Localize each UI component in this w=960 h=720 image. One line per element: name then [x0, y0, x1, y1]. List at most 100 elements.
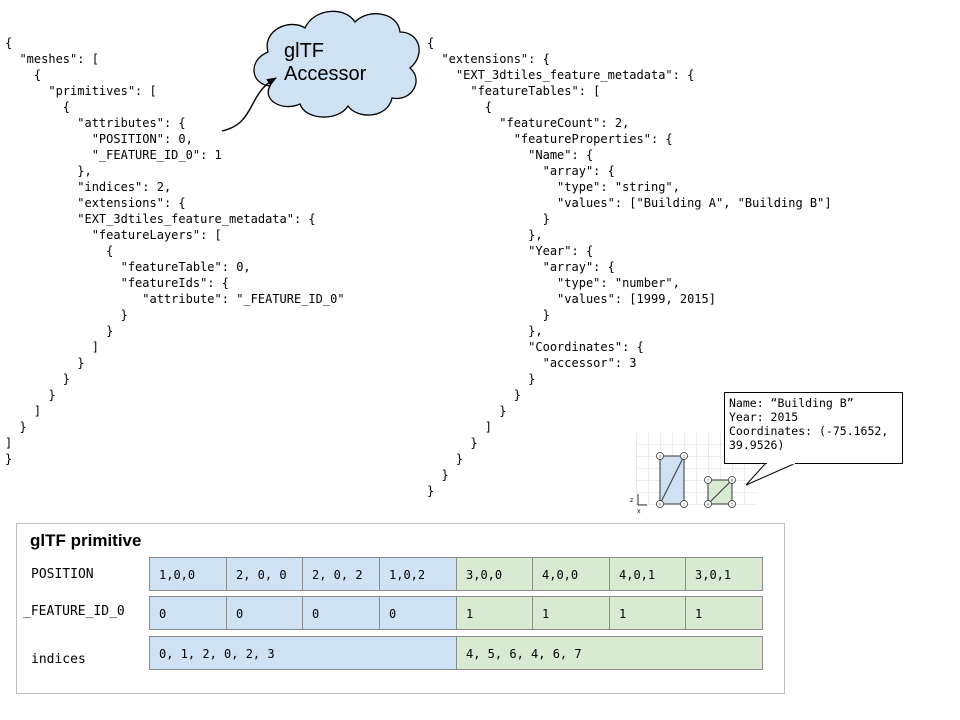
- code-line: ]: [5, 404, 42, 418]
- tooltip-year: Year: 2015: [729, 410, 799, 424]
- gltf-primitive-title: glTF primitive: [30, 531, 142, 550]
- code-line: "featureTable": 0,: [5, 260, 251, 274]
- code-line: }: [427, 452, 464, 466]
- code-line: "POSITION": 0,: [5, 132, 193, 146]
- feature-id-cell: 1: [532, 596, 610, 630]
- code-line: }: [427, 308, 550, 322]
- tooltip-name: Name: “Building B”: [729, 396, 854, 410]
- code-line: }: [427, 436, 478, 450]
- position-cell: 2, 0, 0: [226, 557, 303, 591]
- vertex-label-1: 1: [683, 502, 685, 506]
- code-line: "values": [1999, 2015]: [427, 292, 716, 306]
- position-cell: 4,0,1: [609, 557, 686, 591]
- code-line: }: [427, 388, 521, 402]
- code-line: {: [5, 100, 71, 114]
- feature-id-row-label: _FEATURE_ID_0: [23, 604, 125, 619]
- feature-id-cell: 0: [379, 596, 457, 630]
- cloud-label-line1: glTF: [284, 40, 324, 62]
- mesh-json-code: { "meshes": [ { "primitives": [ { "attri…: [5, 35, 345, 467]
- vertex-1: [680, 500, 688, 508]
- vertex-0: [656, 500, 664, 508]
- code-line: {: [5, 244, 114, 258]
- code-line: },: [5, 164, 92, 178]
- code-line: "extensions": {: [427, 52, 550, 66]
- accessor-pointer-arrow: [221, 77, 277, 132]
- position-cell: 3,0,1: [685, 557, 763, 591]
- code-line: },: [427, 228, 543, 242]
- code-line: "featureProperties": {: [427, 132, 673, 146]
- vertex-3: [656, 452, 664, 460]
- code-line: {: [5, 36, 13, 50]
- code-line: "EXT_3dtiles_feature_metadata": {: [5, 212, 316, 226]
- vertex-5: [728, 500, 736, 508]
- vertex-label-6: 6: [731, 478, 733, 482]
- position-cell: 3,0,0: [456, 557, 533, 591]
- indices-row-label: indices: [31, 652, 86, 667]
- code-line: }: [5, 420, 27, 434]
- code-line: "attribute": "_FEATURE_ID_0": [5, 292, 345, 306]
- axis-z-label: z: [630, 497, 633, 504]
- vertex-label-4: 4: [707, 502, 710, 506]
- code-line: }: [5, 308, 128, 322]
- vertex-label-3: 3: [659, 454, 661, 458]
- tooltip-coordinates-cont: 39.9526): [729, 438, 785, 452]
- code-line: }: [5, 452, 13, 466]
- cloud-label-line2: Accessor: [284, 63, 367, 85]
- vertex-label-5: 5: [731, 502, 733, 506]
- tooltip-coordinates: Coordinates: (-75.1652,: [729, 424, 889, 438]
- vertex-4: [704, 500, 712, 508]
- code-line: }: [5, 324, 114, 338]
- code-line: ]: [5, 340, 99, 354]
- code-line: }: [5, 356, 85, 370]
- code-line: ]: [5, 436, 13, 450]
- code-line: "meshes": [: [5, 52, 99, 66]
- position-cell: 2, 0, 2: [302, 557, 380, 591]
- cloud-label: glTF Accessor: [284, 40, 366, 86]
- vertex-label-7: 7: [707, 478, 709, 482]
- feature-id-cell: 0: [302, 596, 380, 630]
- code-line: "values": ["Building A", "Building B"]: [427, 196, 832, 210]
- code-line: "Coordinates": {: [427, 340, 644, 354]
- code-line: "primitives": [: [5, 84, 157, 98]
- position-row-label: POSITION: [31, 567, 94, 582]
- tooltip-pointer: [745, 462, 797, 486]
- feature-id-cell: 0: [226, 596, 303, 630]
- code-line: "array": {: [427, 164, 615, 178]
- code-line: "Year": {: [427, 244, 594, 258]
- axis-x-label: x: [637, 508, 641, 515]
- code-line: "array": {: [427, 260, 615, 274]
- code-line: "accessor": 3: [427, 356, 637, 370]
- code-line: "type": "number",: [427, 276, 680, 290]
- code-line: "type": "string",: [427, 180, 680, 194]
- vertex-label-2: 2: [683, 454, 685, 458]
- feature-id-cell: 1: [456, 596, 533, 630]
- feature-id-cell: 1: [609, 596, 686, 630]
- vertex-label-0: 0: [659, 502, 661, 506]
- code-line: {: [5, 68, 42, 82]
- code-line: {: [427, 36, 435, 50]
- code-line: "featureIds": {: [5, 276, 229, 290]
- code-line: }: [5, 388, 56, 402]
- position-cell: 4,0,0: [532, 557, 610, 591]
- vertex-6: [728, 476, 736, 484]
- code-line: "featureTables": [: [427, 84, 601, 98]
- feature-metadata-json-code: { "extensions": { "EXT_3dtiles_feature_m…: [427, 35, 832, 499]
- code-line: }: [5, 372, 71, 386]
- indices-cell: 4, 5, 6, 4, 6, 7: [456, 636, 763, 670]
- code-line: }: [427, 372, 536, 386]
- code-line: }: [427, 212, 550, 226]
- feature-id-cell: 0: [149, 596, 227, 630]
- code-line: }: [427, 404, 507, 418]
- code-line: "featureLayers": [: [5, 228, 222, 242]
- code-line: "extensions": {: [5, 196, 186, 210]
- code-line: "indices": 2,: [5, 180, 172, 194]
- vertex-7: [704, 476, 712, 484]
- indices-cell: 0, 1, 2, 0, 2, 3: [149, 636, 457, 670]
- code-line: }: [427, 484, 435, 498]
- code-line: "attributes": {: [5, 116, 186, 130]
- position-cell: 1,0,0: [149, 557, 227, 591]
